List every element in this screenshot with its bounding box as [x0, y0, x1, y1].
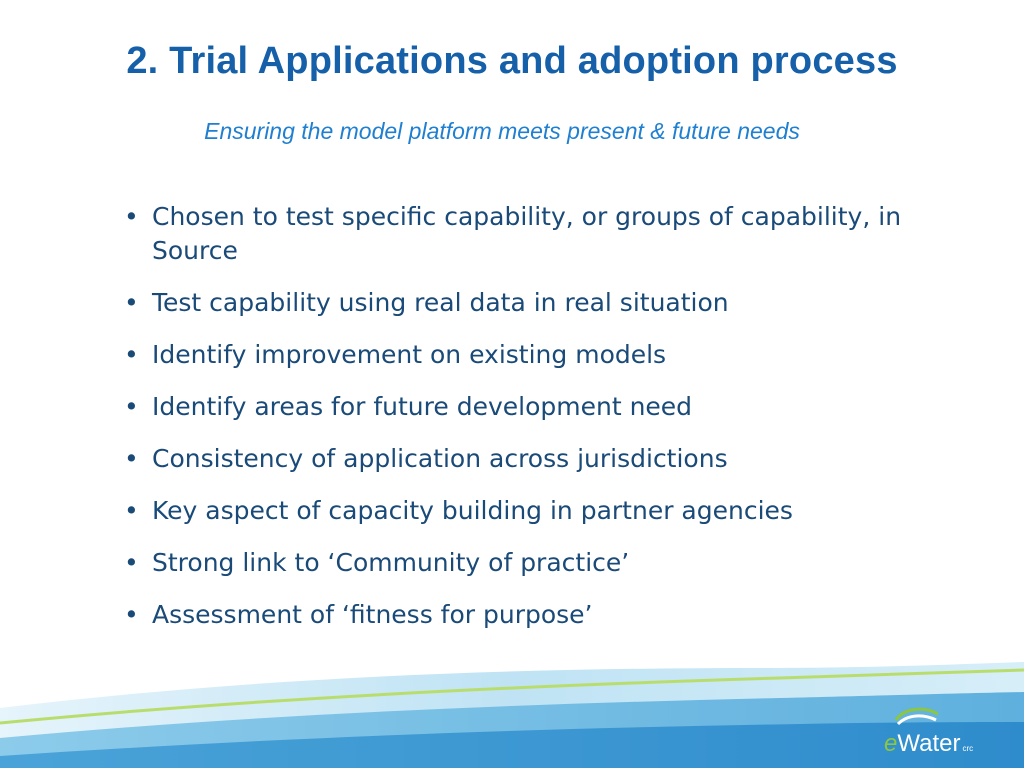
bullet-text: Test capability using real data in real … [152, 288, 729, 317]
list-item: • Test capability using real data in real… [120, 286, 920, 320]
list-item: • Consistency of application across juris… [120, 442, 920, 476]
bullet-list: • Chosen to test specific capability, or … [120, 200, 920, 650]
bullet-icon: • [124, 392, 139, 421]
list-item: • Assessment of ‘fitness for purpose’ [120, 598, 920, 632]
logo-e: e [884, 730, 898, 757]
list-item: • Chosen to test specific capability, or … [120, 200, 920, 268]
logo-water: Water [897, 730, 961, 757]
bullet-icon: • [124, 202, 139, 231]
bullet-text: Consistency of application across jurisd… [152, 444, 728, 473]
ewater-wave-icon [894, 707, 939, 726]
slide-title: 2. Trial Applications and adoption proce… [126, 40, 898, 82]
bullet-text: Chosen to test specific capability, or g… [152, 202, 902, 265]
bullet-icon: • [124, 600, 139, 629]
wave-dark-band [0, 722, 1024, 768]
logo-suffix: crc [962, 744, 974, 753]
bullet-text: Identify improvement on existing models [152, 340, 667, 369]
bullet-icon: • [124, 288, 139, 317]
list-item: • Identify improvement on existing models [120, 338, 920, 372]
bullet-text: Identify areas for future development ne… [152, 392, 693, 421]
wave-green-line [0, 668, 1024, 725]
list-item: • Key aspect of capacity building in part… [120, 494, 920, 528]
list-item: • Identify areas for future development n… [120, 390, 920, 424]
bullet-text: Strong link to ‘Community of practice’ [152, 548, 630, 577]
footer-wave-graphic [0, 662, 1024, 768]
bullet-icon: • [124, 496, 139, 525]
list-item: • Strong link to ‘Community of practice’ [120, 546, 920, 580]
bullet-icon: • [124, 444, 139, 473]
slide-subtitle: Ensuring the model platform meets presen… [204, 118, 800, 144]
bullet-text: Key aspect of capacity building in partn… [152, 496, 793, 525]
bullet-icon: • [124, 340, 139, 369]
bullet-icon: • [124, 548, 139, 577]
bullet-text: Assessment of ‘fitness for purpose’ [152, 600, 593, 629]
